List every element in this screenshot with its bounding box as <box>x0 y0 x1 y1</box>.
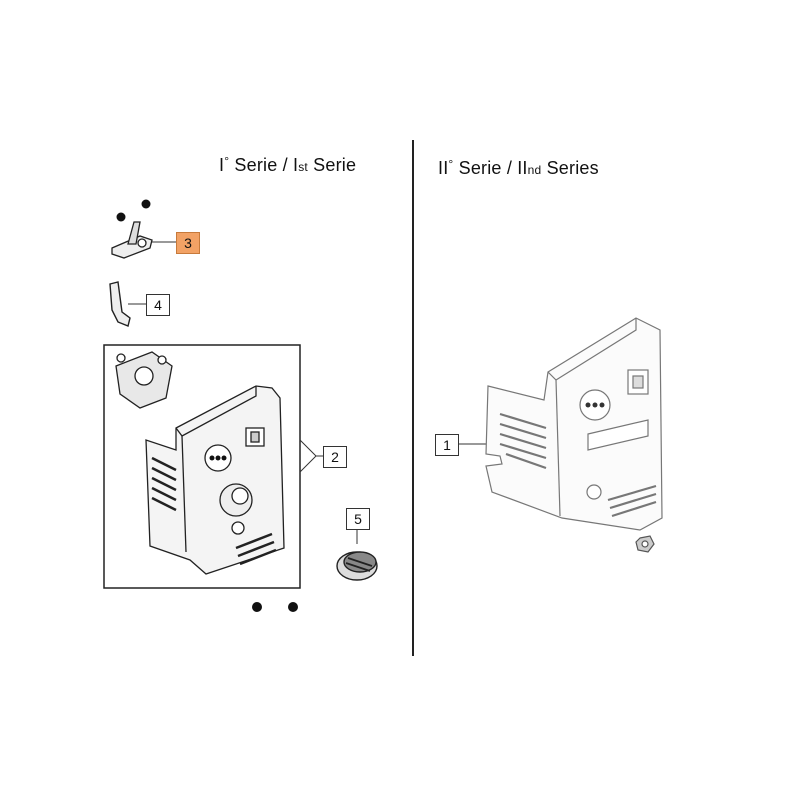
callout-part-4: 4 <box>146 294 170 316</box>
vent-slots-bottom <box>235 532 277 566</box>
part-4-clip <box>109 281 131 327</box>
part-2-cover <box>115 351 285 575</box>
heading-text: I <box>219 155 225 175</box>
part-2-group-box <box>103 344 301 589</box>
callout-part-3: 3 <box>176 232 200 254</box>
second-series-heading: II° Serie / IInd Series <box>438 157 599 179</box>
first-series-heading: I° Serie / Ist Serie <box>219 154 356 176</box>
nuts-bottom <box>252 602 298 612</box>
heading-text: Serie <box>307 155 357 175</box>
heading-text: Serie / II <box>453 158 528 178</box>
callout-part-1: 1 <box>435 434 459 456</box>
vent-slots-front <box>607 484 657 518</box>
heading-ordinal: st <box>298 160 308 174</box>
vent-slots-left <box>151 456 177 512</box>
part-1-nut <box>635 535 655 553</box>
nuts-top <box>116 199 151 222</box>
heading-ordinal: nd <box>527 163 542 177</box>
vent-slots-side <box>499 412 547 470</box>
heading-text: II <box>438 158 449 178</box>
heading-degree: ° <box>448 157 454 171</box>
heading-text: Series <box>541 158 599 178</box>
callout-part-5: 5 <box>346 508 370 530</box>
part-5-knob <box>336 551 378 581</box>
series-divider <box>412 140 414 656</box>
leader-2 <box>299 439 317 473</box>
heading-degree: ° <box>224 154 230 168</box>
part-3-bracket <box>111 221 153 259</box>
heading-text: Serie / I <box>229 155 299 175</box>
callout-part-2: 2 <box>323 446 347 468</box>
part-1-cover <box>485 317 663 531</box>
